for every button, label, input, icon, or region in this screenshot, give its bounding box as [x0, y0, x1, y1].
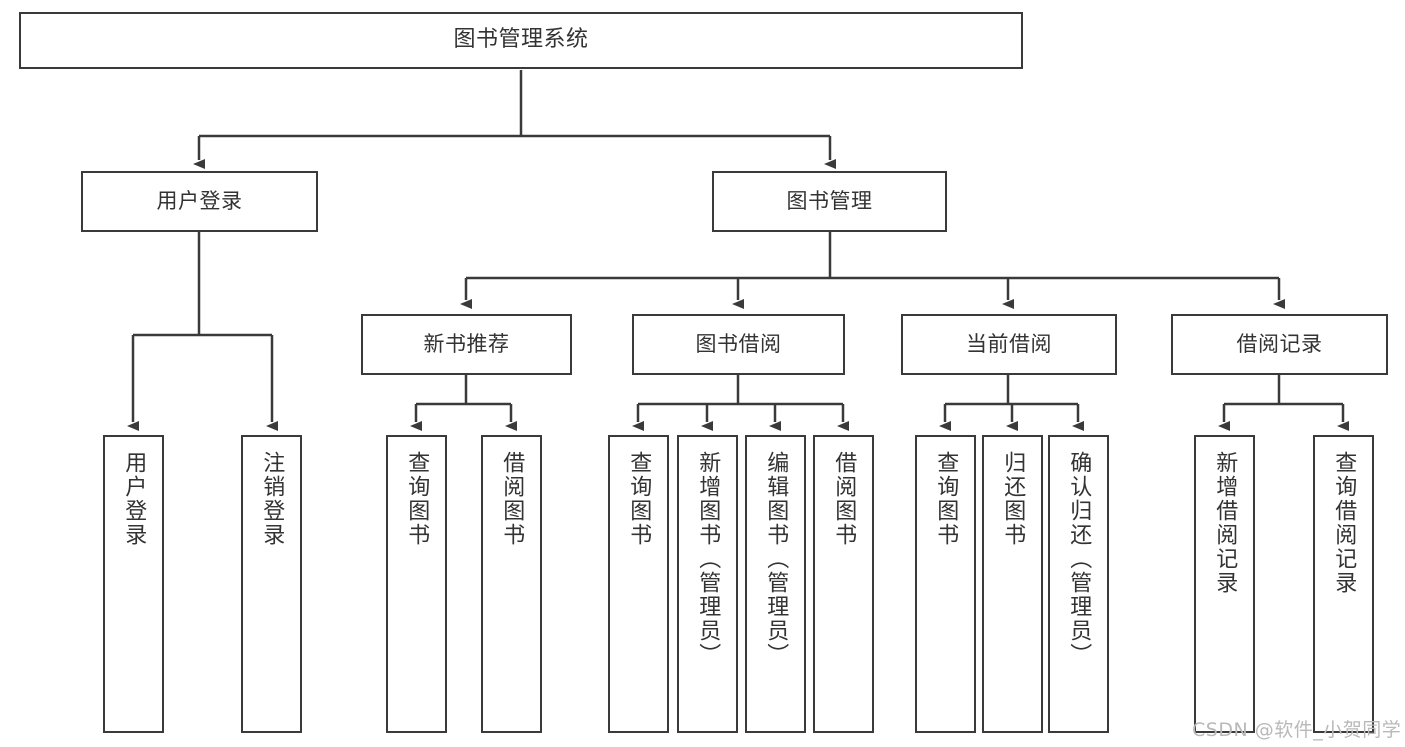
- node-label: 查询图书: [933, 451, 959, 547]
- leaf-user-login-login[interactable]: 用户登录: [103, 435, 164, 733]
- leaf-record-add-record[interactable]: 新增借阅记录: [1194, 435, 1255, 733]
- node-label: 借阅图书: [831, 451, 857, 547]
- node-new-book-recommend[interactable]: 新书推荐: [361, 314, 572, 375]
- leaf-record-query-record[interactable]: 查询借阅记录: [1313, 435, 1374, 733]
- node-book-borrow[interactable]: 图书借阅: [632, 314, 845, 375]
- node-label: 新增借阅记录: [1212, 451, 1238, 595]
- node-label: 新增图书（管理员）: [695, 451, 721, 667]
- node-label: 查询借阅记录: [1331, 451, 1357, 595]
- node-book-management[interactable]: 图书管理: [712, 171, 947, 232]
- node-label: 新书推荐: [423, 331, 510, 356]
- leaf-recommend-query-book[interactable]: 查询图书: [386, 435, 447, 733]
- leaf-borrow-borrow-book[interactable]: 借阅图书: [813, 435, 874, 733]
- leaf-current-return-book[interactable]: 归还图书: [982, 435, 1043, 733]
- node-label: 借阅图书: [499, 451, 525, 547]
- node-label: 确认归还（管理员）: [1066, 451, 1092, 667]
- node-label: 归还图书: [1000, 451, 1026, 547]
- node-label: 图书管理: [786, 188, 873, 213]
- node-label: 用户登录: [156, 188, 243, 213]
- node-label: 查询图书: [404, 451, 430, 547]
- node-borrow-record[interactable]: 借阅记录: [1171, 314, 1388, 375]
- leaf-recommend-borrow-book[interactable]: 借阅图书: [481, 435, 542, 733]
- node-label: 借阅记录: [1236, 331, 1323, 356]
- node-label: 编辑图书（管理员）: [763, 451, 789, 667]
- leaf-current-confirm-return-admin[interactable]: 确认归还（管理员）: [1048, 435, 1109, 733]
- node-label: 用户登录: [121, 451, 147, 547]
- node-current-borrow[interactable]: 当前借阅: [901, 314, 1117, 375]
- node-label: 查询图书: [626, 451, 652, 547]
- node-root-system[interactable]: 图书管理系统: [19, 12, 1023, 69]
- leaf-borrow-add-book-admin[interactable]: 新增图书（管理员）: [677, 435, 738, 733]
- node-label: 当前借阅: [966, 331, 1052, 356]
- leaf-borrow-query-book[interactable]: 查询图书: [608, 435, 669, 733]
- node-label: 注销登录: [259, 451, 285, 547]
- leaf-current-query-book[interactable]: 查询图书: [915, 435, 976, 733]
- leaf-borrow-edit-book-admin[interactable]: 编辑图书（管理员）: [745, 435, 806, 733]
- node-label: 图书管理系统: [453, 27, 589, 53]
- leaf-user-login-logout[interactable]: 注销登录: [241, 435, 302, 733]
- csdn-watermark: CSDN @软件_小贺同学: [1192, 719, 1402, 741]
- node-label: 图书借阅: [695, 331, 782, 356]
- node-user-login[interactable]: 用户登录: [81, 171, 318, 232]
